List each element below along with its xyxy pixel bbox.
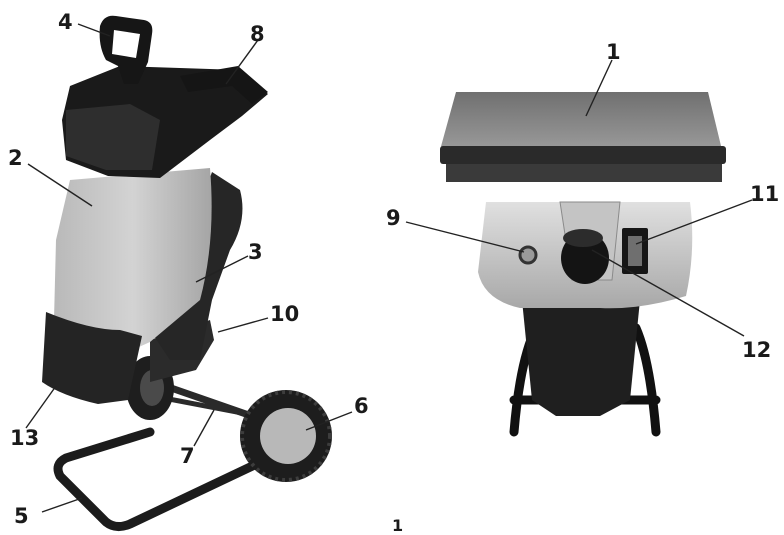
leader-8 [225,39,259,85]
hopper-skirt [42,312,142,404]
callout-4: 4 [58,10,73,34]
callout-6: 6 [354,394,369,418]
feed-funnel [440,92,722,150]
funnel-rim-ridge [446,164,722,182]
callout-8: 8 [250,22,265,46]
lid-face [66,104,160,170]
callout-9: 9 [386,206,401,230]
funnel-rim [440,146,726,164]
plunger-handle [99,15,153,84]
stray-page-mark: 1 [392,516,404,535]
callout-7: 7 [180,444,195,468]
reset-knob-top [563,229,603,247]
shredder-side-photo [42,15,332,532]
leader-10 [217,317,269,333]
callout-leaders [25,23,753,513]
top-carry-handle [180,66,268,104]
front-wheel-hub [260,408,316,464]
front-wheel-tread [240,390,332,482]
leader-4 [77,23,111,37]
callout-12: 12 [742,338,772,362]
leader-6 [305,411,353,431]
callout-3: 3 [248,240,263,264]
leader-11 [635,199,753,245]
shredder-front-photo [440,92,726,437]
overload-button [518,245,538,265]
leader-5 [41,497,83,513]
hopper-body [54,168,212,360]
leader-1 [585,59,613,117]
callout-1: 1 [606,40,621,64]
leader-2 [27,163,93,207]
leader-3 [195,255,249,283]
callout-13: 13 [10,426,40,450]
callout-2: 2 [8,146,23,170]
leader-13 [25,385,57,429]
lower-drum [522,300,640,416]
leader-7 [193,409,215,447]
callout-10: 10 [270,302,300,326]
leader-12 [591,249,745,337]
leader-9 [405,221,525,253]
base-frame [53,427,287,532]
callout-5: 5 [14,504,29,528]
power-switch-rocker [628,236,642,266]
callout-11: 11 [750,182,780,206]
